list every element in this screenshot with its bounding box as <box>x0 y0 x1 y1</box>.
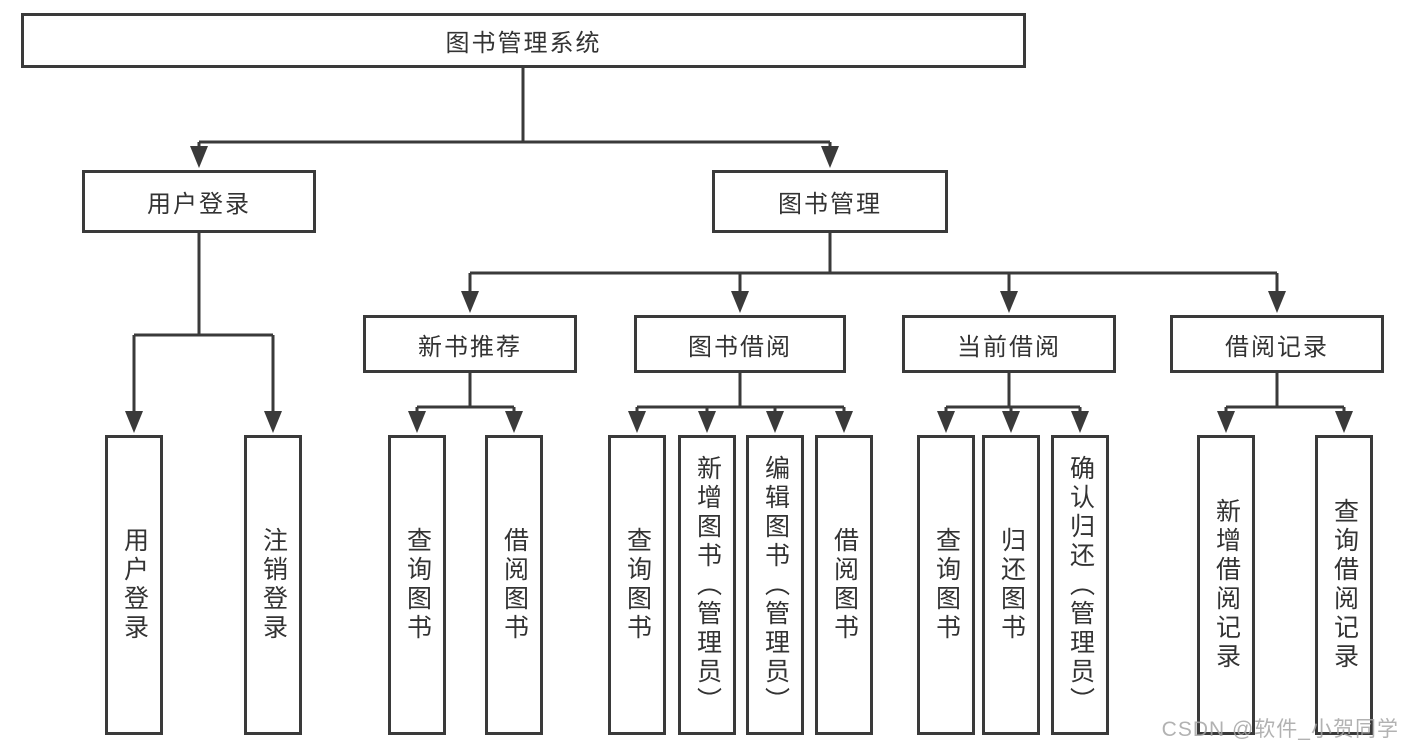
leaf-query-books-2: 查询图书 <box>608 435 666 735</box>
arrowhead <box>125 411 143 433</box>
leaf-query-books-1: 查询图书 <box>388 435 446 735</box>
node-new-book-recommend: 新书推荐 <box>363 315 577 373</box>
leaf-borrow-books-1: 借阅图书 <box>485 435 543 735</box>
leaf-logout: 注销登录 <box>244 435 302 735</box>
arrowhead <box>766 411 784 433</box>
node-current-borrow: 当前借阅 <box>902 315 1116 373</box>
node-borrow-records: 借阅记录 <box>1170 315 1384 373</box>
arrowhead <box>1335 411 1353 433</box>
arrowhead <box>835 411 853 433</box>
arrowhead <box>628 411 646 433</box>
leaf-add-book-admin: 新增图书（管理员） <box>678 435 736 735</box>
leaf-query-borrow-record: 查询借阅记录 <box>1315 435 1373 735</box>
arrowhead <box>1000 291 1018 313</box>
arrowhead <box>698 411 716 433</box>
arrowhead <box>408 411 426 433</box>
arrowhead <box>264 411 282 433</box>
csdn-watermark: CSDN @软件_小贺同学 <box>1161 718 1399 741</box>
arrowhead <box>1071 411 1089 433</box>
leaf-query-books-3: 查询图书 <box>917 435 975 735</box>
leaf-edit-book-admin: 编辑图书（管理员） <box>746 435 804 735</box>
arrowhead <box>461 291 479 313</box>
node-root: 图书管理系统 <box>21 13 1026 68</box>
leaf-confirm-return-admin: 确认归还（管理员） <box>1051 435 1109 735</box>
node-book-borrow: 图书借阅 <box>634 315 846 373</box>
node-user-login: 用户登录 <box>82 170 316 233</box>
arrowhead <box>1002 411 1020 433</box>
node-book-management: 图书管理 <box>712 170 948 233</box>
arrowhead <box>505 411 523 433</box>
leaf-borrow-books-2: 借阅图书 <box>815 435 873 735</box>
arrowhead <box>937 411 955 433</box>
leaf-add-borrow-record: 新增借阅记录 <box>1197 435 1255 735</box>
leaf-return-book: 归还图书 <box>982 435 1040 735</box>
arrowhead <box>190 146 208 168</box>
arrowhead <box>1217 411 1235 433</box>
leaf-user-login: 用户登录 <box>105 435 163 735</box>
arrowhead <box>821 146 839 168</box>
arrowhead <box>1268 291 1286 313</box>
arrowhead <box>731 291 749 313</box>
arrowheads <box>125 146 1353 433</box>
